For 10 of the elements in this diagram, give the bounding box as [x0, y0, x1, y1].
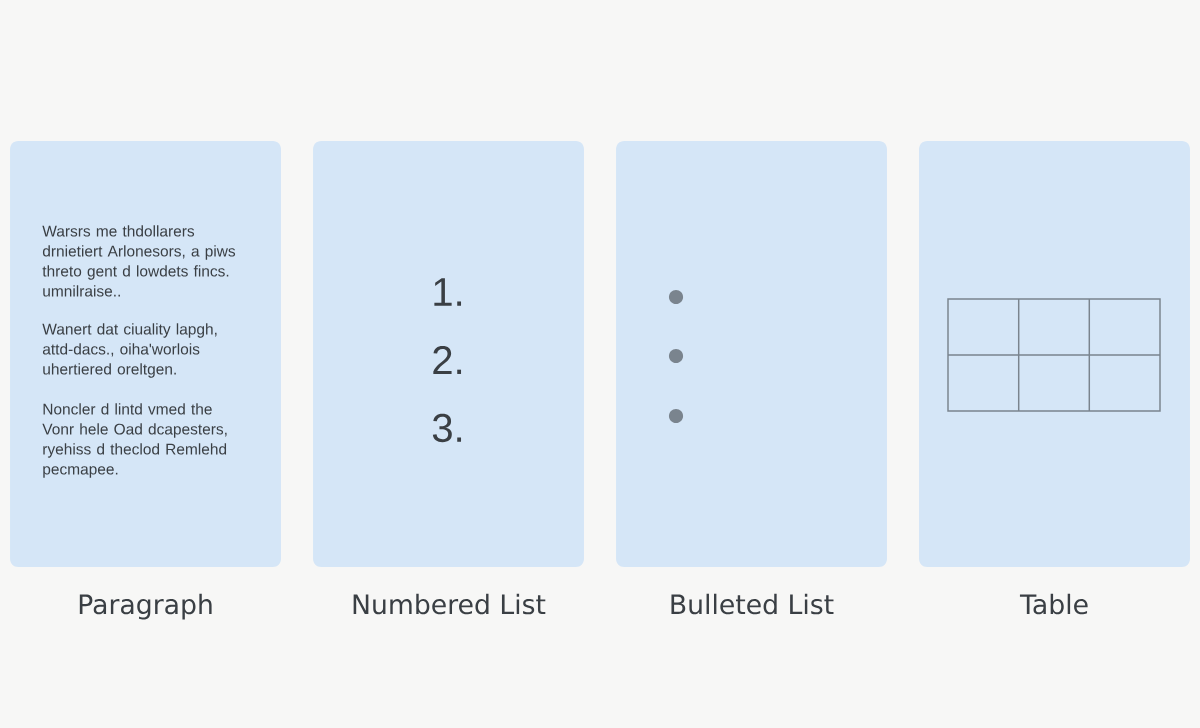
- paragraph: Warsrs me thdollarers drnietiert Arlonesors, a piws threto gent d lowdets fincs. umnilraise..: [42, 225, 236, 297]
- card-caption: Bulleted List: [671, 593, 834, 615]
- card-caption: Table: [1019, 593, 1088, 615]
- card-caption: Paragraph: [79, 593, 212, 620]
- paragraph: Noncler d lintd vmed the Vonr hele Oad dcapesters, ryehiss d theclod Remlehd pecmapee.: [42, 403, 227, 478]
- card-caption: Numbered List: [353, 593, 546, 615]
- paragraph: Wanert dat ciuality lapgh, attd-dacs., oiha'worlois uhertiered oreltgen.: [42, 323, 217, 378]
- list-number: 3.: [432, 413, 462, 443]
- list-number: 2.: [433, 346, 462, 374]
- list-number: 1.: [434, 278, 462, 306]
